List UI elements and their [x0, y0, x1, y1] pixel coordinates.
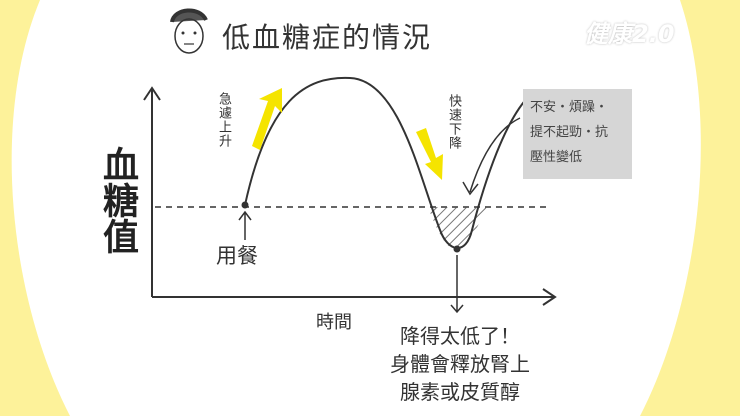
drop-label: 快速下降 [446, 94, 461, 150]
meal-arrow-icon [238, 210, 252, 240]
note-line: 腺素或皮質醇 [400, 380, 520, 404]
face-icon [170, 8, 208, 54]
down-arrow-icon [450, 255, 464, 314]
y-axis-label: 血糖值 [97, 146, 138, 254]
meal-point [241, 201, 249, 209]
y-axis [143, 86, 161, 297]
note-line: 降得太低了！ [400, 324, 520, 348]
symptoms-box: 不安・煩躁・ 提不起勁・抗 壓性變低 [523, 89, 632, 179]
rise-arrow-icon [252, 88, 282, 150]
too-low-note: 降得太低了！ 身體會釋放腎上 腺素或皮質醇 [360, 322, 560, 406]
page-title: 低血糖症的情況 [222, 21, 433, 54]
drop-arrow-icon [416, 128, 443, 180]
symptom-line: 壓性變低 [530, 150, 583, 165]
x-axis-label: 時間 [316, 312, 352, 333]
rise-label: 急遽上升 [216, 92, 231, 148]
note-line: 身體會釋放腎上 [390, 352, 530, 376]
logo: 健康2.0 [584, 20, 675, 48]
symptom-line: 不安・煩躁・ [530, 100, 609, 115]
low-point [453, 245, 461, 253]
low-area-hatch [428, 207, 487, 250]
meal-label: 用餐 [216, 244, 258, 268]
glucose-curve [244, 76, 531, 249]
x-axis [152, 288, 557, 306]
symptom-line: 提不起勁・抗 [530, 125, 609, 140]
symptom-arrow-icon [462, 117, 521, 196]
